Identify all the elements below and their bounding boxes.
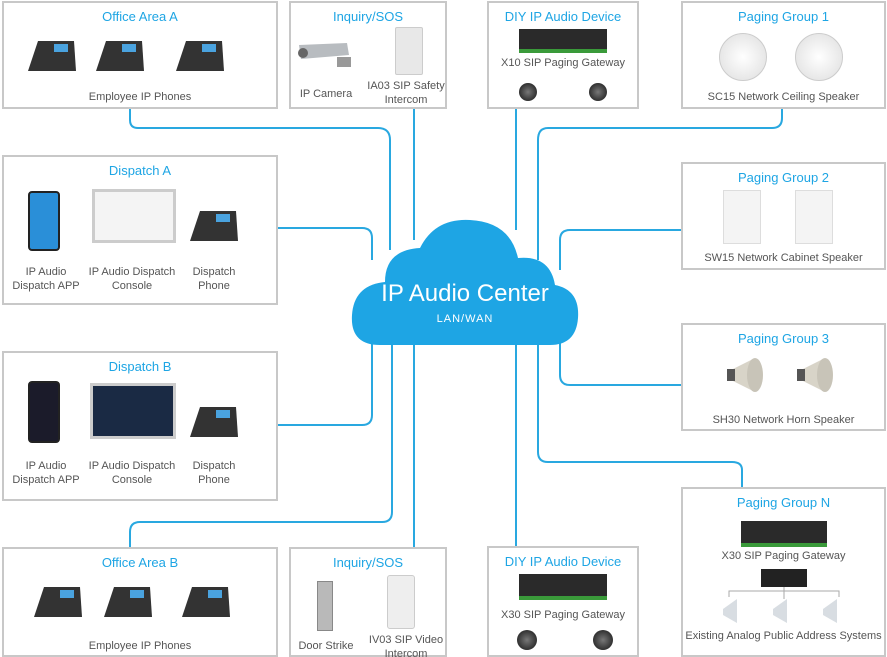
panel-label: SW15 Network Cabinet Speaker [704,252,863,264]
mobile-app-icon [28,381,60,443]
intercom-label: IA03 SIP Safety Intercom [367,80,445,106]
speaker-icon [517,630,537,650]
paging-gateway-icon [519,574,607,600]
intercom-icon [395,27,423,75]
panel-label: SC15 Network Ceiling Speaker [707,91,860,103]
mobile-app-icon [28,191,60,251]
paging-gateway-icon [519,29,607,53]
camera-label: IP Camera [299,88,353,100]
dispatch-console-icon [90,383,176,439]
ip-phone-icon [176,41,224,71]
diy-audio-device-top-panel: DIY IP Audio Device X10 SIP Paging Gatew… [487,1,639,109]
panel-title: Dispatch B [108,359,172,374]
app-label: IP Audio Dispatch APP [12,460,80,486]
panel-title: Office Area A [102,9,178,24]
ip-phone-icon [96,41,144,71]
cabinet-speaker-icon [795,190,833,244]
ip-camera-icon [298,43,351,67]
ip-phone-icon [34,587,82,617]
link-office-a [129,109,391,250]
panel-title: Paging Group 2 [737,170,830,185]
cabinet-speaker-icon [723,190,761,244]
analog-horn-speakers-icon [723,587,840,623]
panel-label: Employee IP Phones [88,91,192,103]
ip-phone-icon [28,41,76,71]
link-paging3 [559,330,681,386]
diy-audio-device-bottom-panel: DIY IP Audio Device X30 SIP Paging Gatew… [487,546,639,657]
phone-label: Dispatch Phone [192,266,236,292]
door-strike-icon [317,581,333,631]
intercom-label: IV03 SIP Video Intercom [368,634,444,657]
ip-phone-icon [190,407,238,437]
ip-phone-icon [190,211,238,241]
panel-title: DIY IP Audio Device [504,554,622,569]
link-paging2 [559,229,681,270]
panel-title: Paging Group 1 [737,9,830,24]
panel-label: X30 SIP Paging Gateway [501,609,625,621]
panel-label: Existing Analog Public Address Systems [685,630,882,642]
dispatch-a-panel: Dispatch A IP Audio Dispatch APP IP Audi… [2,155,278,305]
amplifier-icon [761,569,807,587]
inquiry-sos-top-panel: Inquiry/SOS IP Camera IA03 SIP Safety In… [289,1,447,109]
office-area-b-panel: Office Area B Employee IP Phones [2,547,278,657]
ip-phone-icon [182,587,230,617]
console-label: IP Audio Dispatch Console [88,460,176,486]
cloud-icon [351,219,579,345]
panel-label: X10 SIP Paging Gateway [501,57,625,69]
center-subtitle: LAN/WAN [436,313,494,325]
paging-group-2-panel: Paging Group 2 SW15 Network Cabinet Spea… [681,162,886,270]
panel-title: Inquiry/SOS [332,9,404,24]
gateway-label: X30 SIP Paging Gateway [721,550,846,562]
console-label: IP Audio Dispatch Console [88,266,176,292]
door-strike-label: Door Strike [298,640,354,652]
link-dispatch-a [278,227,373,260]
inquiry-sos-bottom-panel: Inquiry/SOS Door Strike IV03 SIP Video I… [289,547,447,657]
speaker-icon [589,83,607,101]
panel-title: Office Area B [101,555,179,570]
dispatch-console-icon [92,189,176,243]
office-area-a-panel: Office Area A Employee IP Phones [2,1,278,109]
link-dispatch-b [278,330,373,426]
ceiling-speaker-icon [719,33,767,81]
ceiling-speaker-icon [795,33,843,81]
speaker-icon [593,630,613,650]
panel-title: DIY IP Audio Device [504,9,622,24]
speaker-icon [519,83,537,101]
link-paging-n [537,340,743,487]
panel-title: Paging Group N [736,495,831,510]
panel-title: Inquiry/SOS [332,555,404,570]
paging-gateway-icon [741,521,827,547]
center-title: IP Audio Center [381,280,549,307]
ip-phone-icon [104,587,152,617]
link-office-b [129,340,393,547]
link-paging1 [537,109,783,260]
paging-group-3-panel: Paging Group 3 SH30 Network Horn Speaker [681,323,886,431]
panel-title: Paging Group 3 [737,331,830,346]
panel-title: Dispatch A [108,163,172,178]
paging-group-n-panel: Paging Group N X30 SIP Paging Gateway Ex… [681,487,886,657]
paging-group-1-panel: Paging Group 1 SC15 Network Ceiling Spea… [681,1,886,109]
video-intercom-icon [387,575,415,629]
panel-label: Employee IP Phones [88,640,192,652]
panel-label: SH30 Network Horn Speaker [712,414,855,426]
horn-speaker-icon [727,358,763,392]
horn-speaker-icon [797,358,833,392]
app-label: IP Audio Dispatch APP [12,266,80,292]
dispatch-b-panel: Dispatch B IP Audio Dispatch APP IP Audi… [2,351,278,501]
phone-label: Dispatch Phone [192,460,236,486]
